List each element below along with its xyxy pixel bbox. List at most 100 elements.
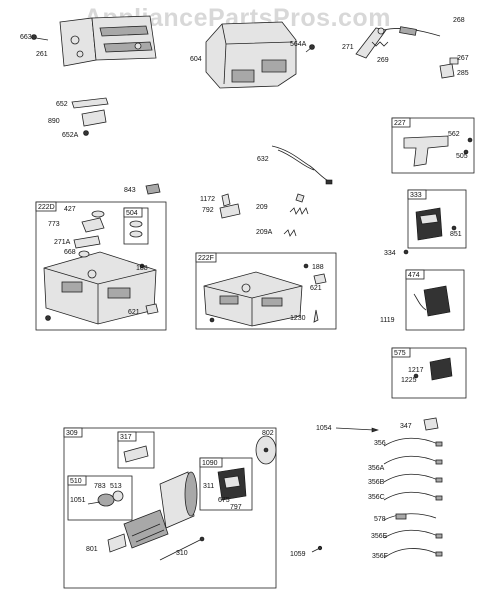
- part-module-333: [415, 207, 457, 241]
- callout-1119: 1119: [380, 317, 395, 324]
- part-clip-621a: [145, 303, 159, 315]
- part-armature-801: [107, 509, 169, 553]
- callout-269: 269: [377, 57, 389, 64]
- callout-356b: 356B: [368, 479, 385, 486]
- callout-1051: 1051: [70, 497, 86, 504]
- box-575: [391, 347, 467, 399]
- part-wire-356f: [383, 548, 443, 559]
- part-brush-317: [123, 445, 149, 463]
- part-coil-474: [413, 285, 451, 317]
- callout-209a: 209A: [256, 229, 273, 236]
- callout-505: 505: [456, 153, 468, 160]
- callout-801: 801: [86, 546, 98, 553]
- part-bracket-562: [403, 135, 473, 167]
- box-510-label: 510: [70, 478, 82, 485]
- callout-356a: 356A: [368, 465, 385, 472]
- box-227: [391, 117, 475, 174]
- callout-843: 843: [124, 187, 136, 194]
- box-227-label: 227: [394, 120, 406, 127]
- callout-773: 773: [48, 221, 60, 228]
- box-575-label: 575: [394, 350, 406, 357]
- box-474: [405, 269, 465, 331]
- callout-1059: 1059: [290, 551, 306, 558]
- part-base-222d: [43, 251, 157, 325]
- part-screw-663: [31, 34, 49, 41]
- callout-356f: 356F: [372, 553, 388, 560]
- callout-311: 311: [203, 483, 214, 490]
- part-bolt-310: [159, 536, 205, 561]
- callout-356c: 356C: [368, 494, 385, 501]
- callout-652: 652: [56, 101, 68, 108]
- callout-188a: 188: [136, 265, 148, 272]
- callout-802: 802: [262, 430, 274, 437]
- callout-209: 209: [256, 204, 268, 211]
- callout-564a: 564A: [290, 41, 307, 48]
- callout-356: 356: [374, 440, 386, 447]
- part-screw-564a: [305, 44, 315, 53]
- part-block-285: [439, 63, 455, 79]
- callout-621b: 621: [310, 285, 322, 292]
- part-bracket-261: [59, 15, 157, 67]
- callout-1054: 1054: [316, 425, 332, 432]
- callout-632: 632: [257, 156, 269, 163]
- callout-1225: 1225: [401, 377, 417, 384]
- box-222f: [195, 252, 337, 330]
- part-cover-604: [205, 21, 297, 89]
- part-endcap-802: [255, 435, 277, 465]
- part-brushplate-1090: [217, 467, 247, 501]
- callout-513: 513: [110, 483, 122, 490]
- part-link-652: [71, 97, 109, 136]
- part-screw-1059: [311, 545, 323, 553]
- part-wire-356c: [383, 491, 443, 501]
- part-clip-621b: [313, 273, 327, 285]
- callout-261: 261: [36, 51, 48, 58]
- callout-797: 797: [230, 504, 242, 511]
- part-pin-1230: [313, 309, 319, 323]
- part-clip-267: [449, 57, 459, 65]
- part-connector-347: [423, 417, 439, 431]
- part-wire-356b: [383, 473, 443, 483]
- box-317-label: 317: [120, 434, 132, 441]
- part-base-222f: [203, 271, 303, 327]
- part-wire-356e: [383, 529, 443, 539]
- part-housing-starter: [159, 471, 198, 529]
- callout-792: 792: [202, 207, 214, 214]
- callout-347: 347: [400, 423, 412, 430]
- callout-675: 675: [218, 497, 230, 504]
- callout-285: 285: [457, 70, 469, 77]
- part-washers-504: [129, 220, 143, 238]
- callout-1230: 1230: [290, 315, 306, 322]
- callout-356e: 356E: [371, 533, 388, 540]
- part-bracket-792: [219, 193, 241, 219]
- callout-271a: 271A: [54, 239, 71, 246]
- callout-783: 783: [94, 483, 106, 490]
- box-333-label: 333: [410, 192, 422, 199]
- part-screw-334: [403, 249, 409, 255]
- callout-663: 663: [20, 34, 32, 41]
- callout-851: 851: [450, 231, 462, 238]
- box-333: [407, 189, 467, 249]
- box-1090-label: 1090: [202, 460, 218, 467]
- part-cable-268: [383, 26, 441, 37]
- part-bolt-222d: [45, 315, 51, 321]
- box-1090: [199, 457, 253, 511]
- callout-604: 604: [190, 56, 202, 63]
- part-spring-209a: [283, 229, 297, 237]
- callout-268: 268: [453, 17, 465, 24]
- box-474-label: 474: [408, 272, 420, 279]
- part-wire-578: [383, 513, 437, 521]
- callout-578: 578: [374, 516, 386, 523]
- part-wire-356: [383, 437, 443, 447]
- callout-890: 890: [48, 118, 60, 125]
- box-504-label: 504: [126, 210, 138, 217]
- part-screw-188a: [139, 263, 145, 269]
- part-governor-773: [73, 210, 105, 258]
- callout-427: 427: [64, 206, 76, 213]
- box-309-label: 309: [66, 430, 78, 437]
- part-843: [145, 183, 161, 195]
- part-tie-1054: [335, 427, 379, 433]
- part-screw-188b: [303, 263, 309, 269]
- callout-188b: 188: [312, 264, 324, 271]
- callout-267: 267: [457, 55, 469, 62]
